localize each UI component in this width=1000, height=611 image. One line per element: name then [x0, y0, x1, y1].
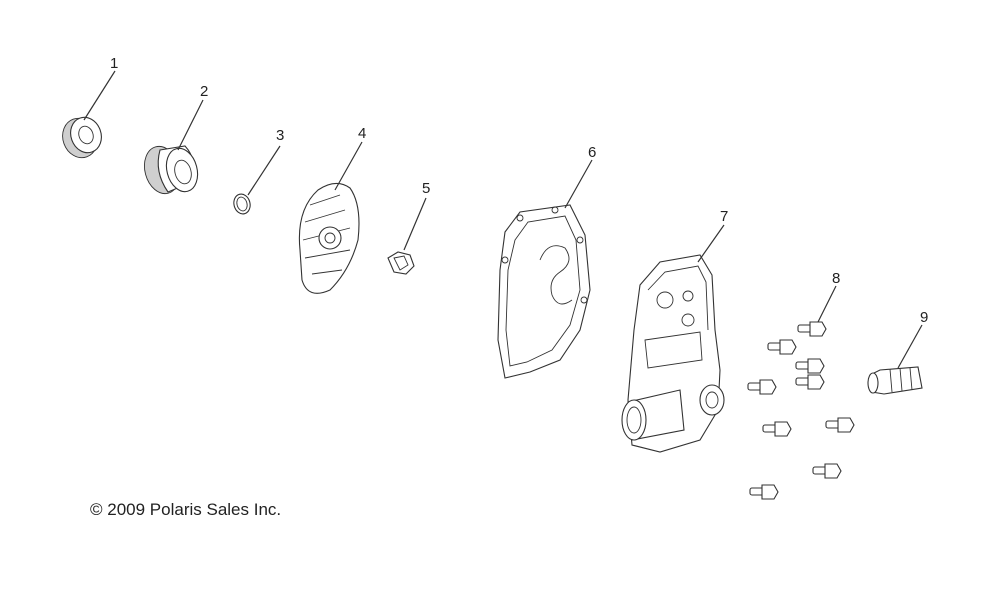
part-9-fitting	[867, 366, 923, 395]
leader-6	[564, 159, 593, 209]
bolt-4	[795, 374, 825, 390]
part-3-washer	[233, 193, 251, 215]
part-8-bolts	[747, 321, 855, 500]
bolt-7	[762, 421, 792, 437]
part-5-nut	[387, 251, 415, 275]
copyright-text: © 2009 Polaris Sales Inc.	[90, 500, 282, 519]
leader-2	[177, 99, 204, 151]
callout-1: 1	[110, 55, 118, 72]
callout-3: 3	[276, 127, 284, 144]
bolt-1	[797, 321, 827, 337]
part-7-pump-cover	[621, 254, 725, 453]
callout-4: 4	[358, 125, 366, 142]
part-1-seal	[62, 116, 102, 159]
leader-8	[817, 285, 837, 323]
callout-9: 9	[920, 309, 928, 326]
leader-4	[334, 141, 363, 191]
part-4-impeller	[298, 182, 360, 294]
callout-2: 2	[200, 83, 208, 100]
leader-7	[697, 224, 725, 263]
leader-5	[403, 197, 427, 251]
callout-7: 7	[720, 208, 728, 225]
bolt-5	[747, 379, 777, 395]
leader-3	[247, 145, 281, 196]
callout-8: 8	[832, 270, 840, 287]
part-6-gasket	[497, 204, 591, 379]
bolt-8	[812, 463, 842, 479]
callout-5: 5	[422, 180, 430, 197]
bolt-3	[795, 358, 825, 374]
bolt-6	[825, 417, 855, 433]
part-2-seal-housing	[143, 145, 199, 195]
leader-1	[83, 70, 116, 121]
leader-9	[897, 324, 923, 369]
callout-6: 6	[588, 144, 596, 161]
bolt-9	[749, 484, 779, 500]
bolt-2	[767, 339, 797, 355]
